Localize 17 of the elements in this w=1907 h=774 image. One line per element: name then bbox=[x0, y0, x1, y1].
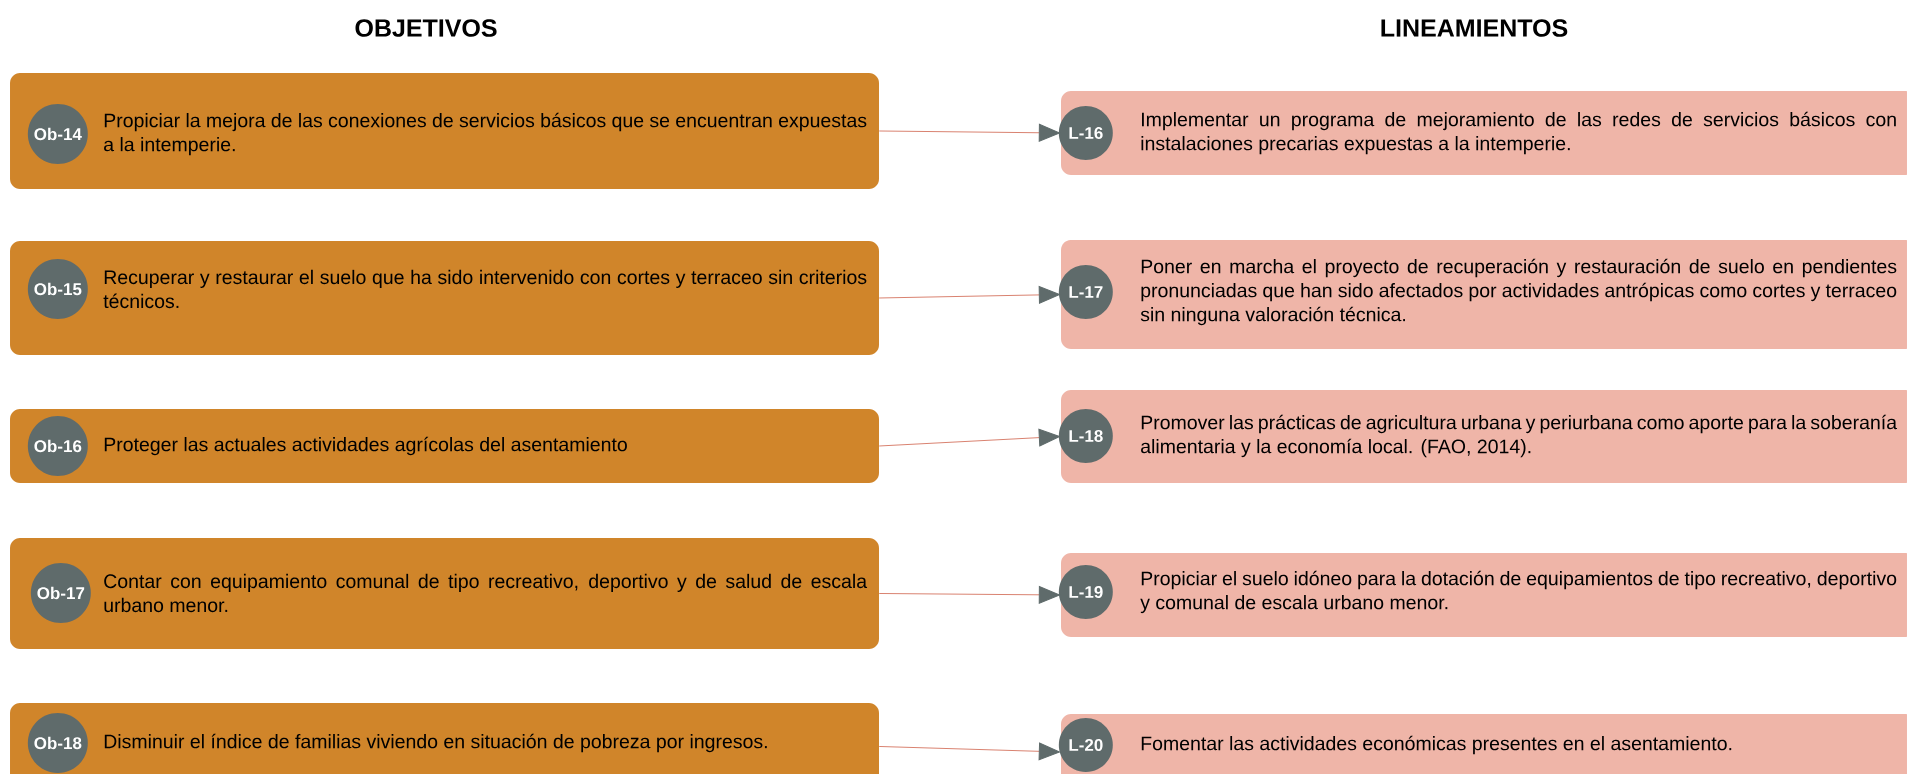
code-badge: Ob-14 bbox=[27, 104, 88, 164]
code-badge: L-20 bbox=[1058, 718, 1113, 772]
code-badge: L-19 bbox=[1058, 565, 1113, 619]
arrow bbox=[878, 123, 1060, 142]
arrow bbox=[878, 742, 1060, 761]
column-heading: LINEAMIENTOS bbox=[1381, 19, 1568, 37]
code-badge: L-18 bbox=[1058, 409, 1113, 463]
code-badge: Ob-16 bbox=[27, 416, 88, 476]
arrow bbox=[878, 585, 1060, 604]
code-badge: Ob-17 bbox=[30, 563, 91, 623]
code-badge: Ob-18 bbox=[27, 713, 88, 773]
code-badge: L-16 bbox=[1058, 106, 1113, 160]
code-badge: Ob-15 bbox=[27, 259, 88, 319]
arrow bbox=[878, 428, 1060, 447]
arrow bbox=[878, 286, 1060, 304]
code-badge: L-17 bbox=[1058, 265, 1113, 319]
column-heading: OBJETIVOS bbox=[355, 19, 497, 37]
